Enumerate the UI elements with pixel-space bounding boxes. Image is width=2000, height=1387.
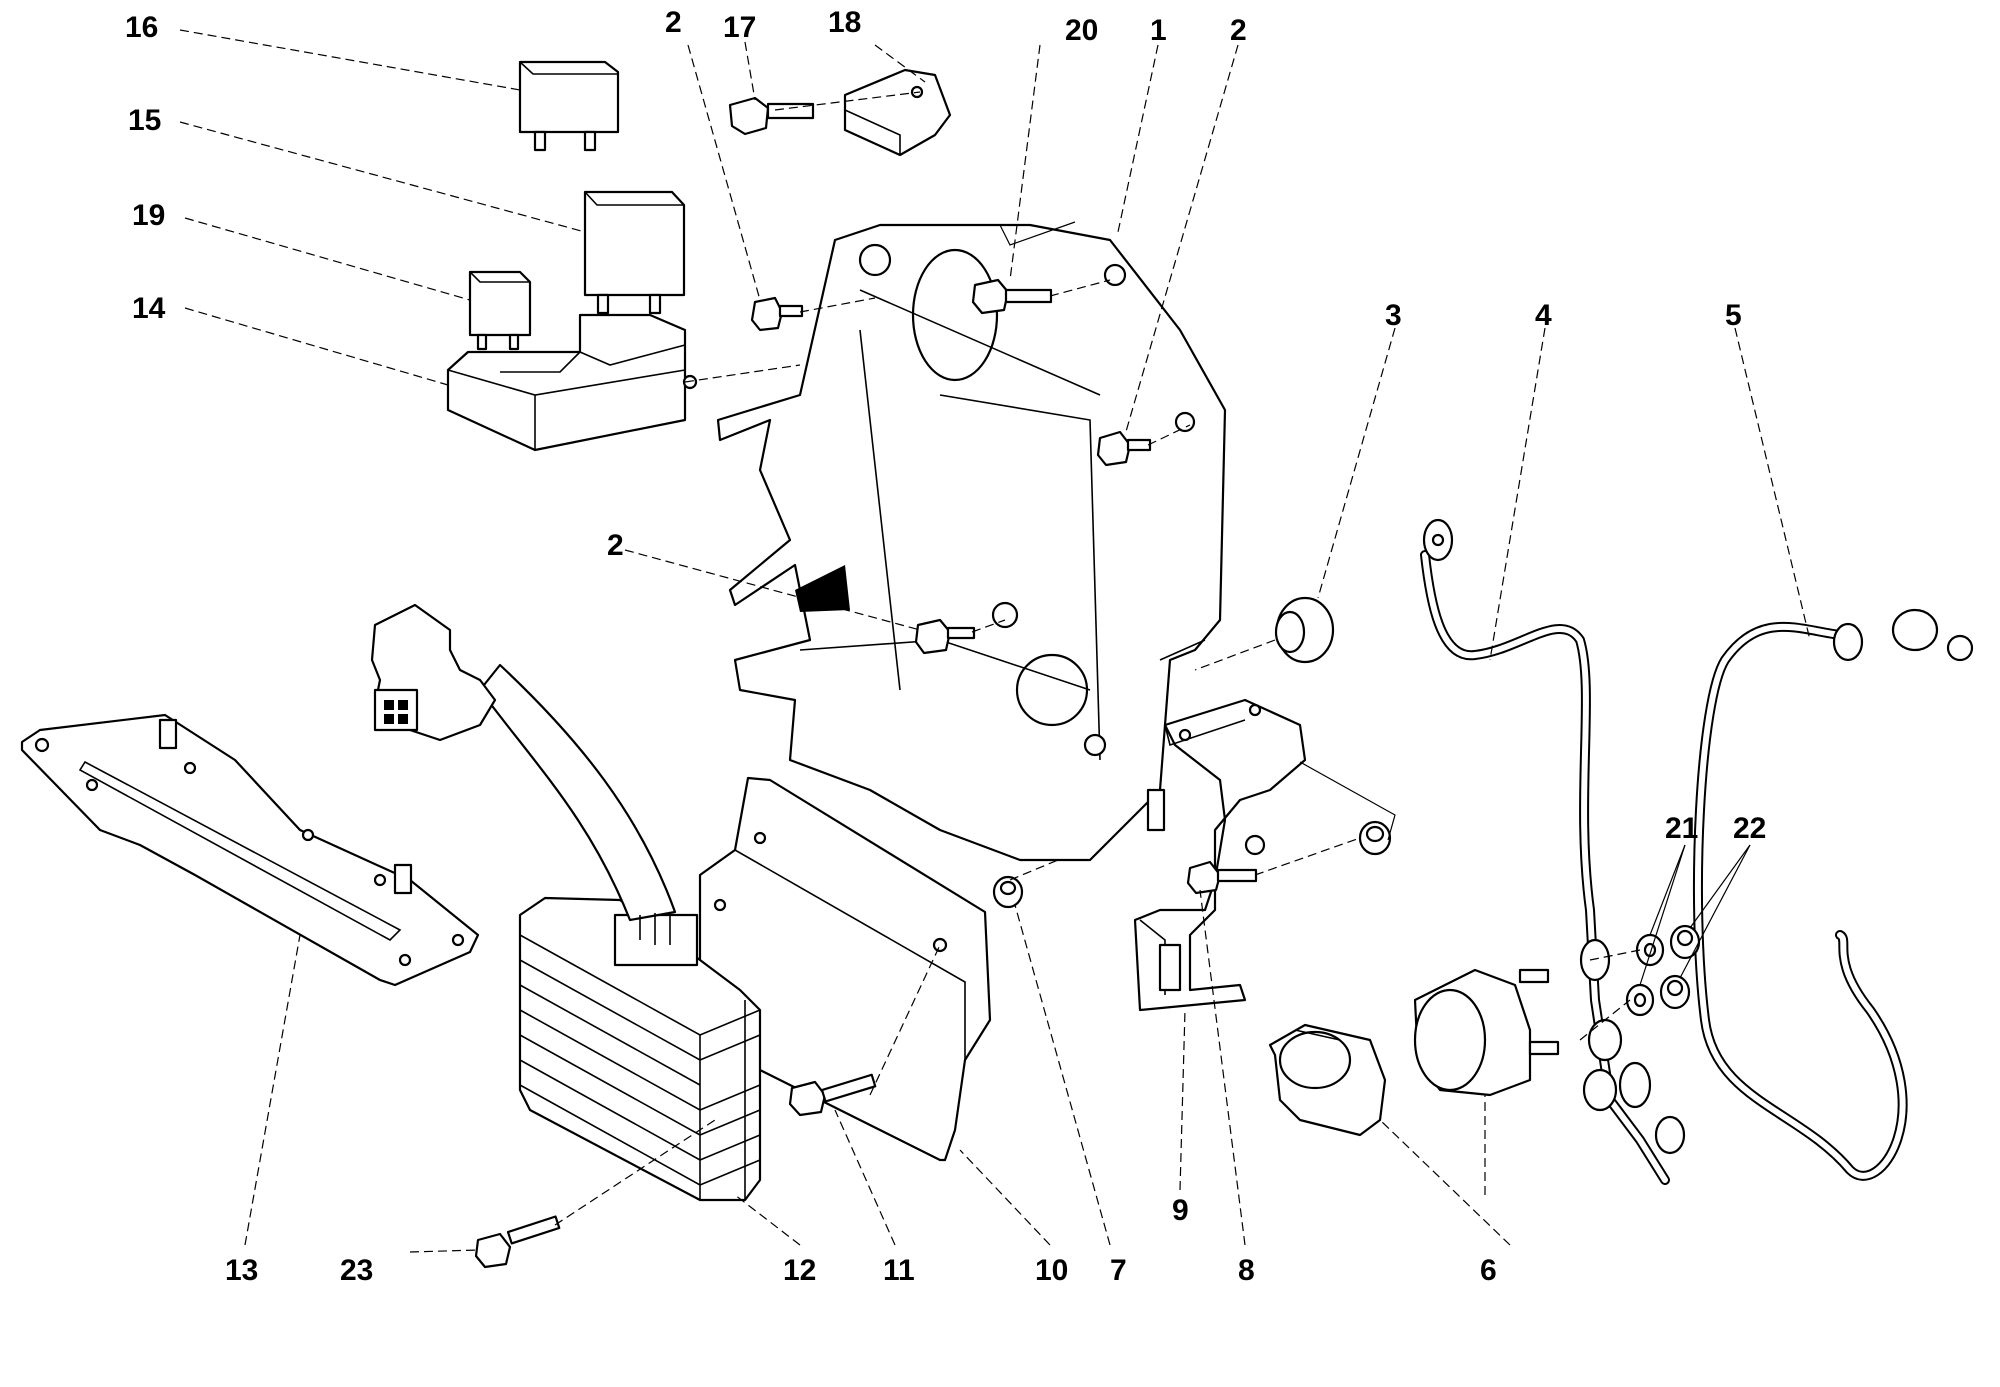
cable-4 (1420, 518, 1670, 1185)
callout-21: 21 (1665, 812, 1698, 845)
nut-7 (992, 875, 1024, 909)
grommet-3 (1274, 596, 1335, 664)
connector-12 (370, 603, 497, 742)
callout-23: 23 (340, 1254, 373, 1287)
callout-3: 3 (1385, 299, 1402, 332)
rubber-mount-6-left (1268, 1023, 1387, 1137)
leader-lines (179, 29, 1811, 1253)
callout-10: 10 (1035, 1254, 1068, 1287)
callout-20: 20 (1065, 14, 1098, 47)
callout-17: 17 (723, 11, 756, 44)
callout-15: 15 (128, 104, 161, 137)
bracket-18 (843, 68, 952, 157)
callout-labels: 16 15 19 14 2 17 18 20 1 2 2 3 4 5 21 22… (125, 6, 1766, 1287)
bolt-2-upper-left (750, 296, 804, 332)
main-bracket-1 (716, 221, 1227, 862)
cover-plate-10 (698, 776, 992, 1162)
relay-15 (583, 190, 686, 315)
bracket-9 (1133, 698, 1307, 1012)
callout-4: 4 (1535, 299, 1552, 332)
relay-holder-14 (446, 313, 698, 452)
bolt-8 (1186, 860, 1258, 895)
nuts-22 (1659, 924, 1701, 1010)
callout-1: 1 (1150, 14, 1167, 47)
nut-8-right (1358, 820, 1392, 856)
washers-21 (1625, 933, 1665, 1017)
relay-19 (468, 270, 532, 351)
callout-22: 22 (1733, 812, 1766, 845)
callout-11: 11 (883, 1254, 915, 1287)
callout-14: 14 (132, 292, 166, 325)
bolt-2-right (1096, 430, 1152, 467)
callout-6: 6 (1480, 1254, 1497, 1287)
callout-8: 8 (1238, 1254, 1255, 1287)
callout-5: 5 (1725, 299, 1742, 332)
cable-5 (1654, 608, 1974, 1181)
bolt-11 (788, 1073, 877, 1117)
base-plate-13 (20, 713, 480, 987)
callout-2-top-left: 2 (665, 6, 682, 39)
callout-12: 12 (783, 1254, 816, 1287)
bolt-17 (728, 96, 815, 136)
bolt-2-lower (914, 618, 976, 655)
regulator-12 (478, 663, 762, 1202)
bolt-23 (474, 1215, 561, 1269)
callout-2-top-right: 2 (1230, 14, 1247, 47)
callout-16: 16 (125, 11, 158, 44)
callout-13: 13 (225, 1254, 258, 1287)
callout-19: 19 (132, 199, 165, 232)
callout-18: 18 (828, 6, 861, 39)
solenoid-6-right (1413, 968, 1560, 1097)
callout-7: 7 (1110, 1254, 1127, 1287)
callout-2-middle: 2 (607, 529, 624, 562)
relay-16 (518, 60, 620, 152)
callout-9: 9 (1172, 1194, 1189, 1227)
